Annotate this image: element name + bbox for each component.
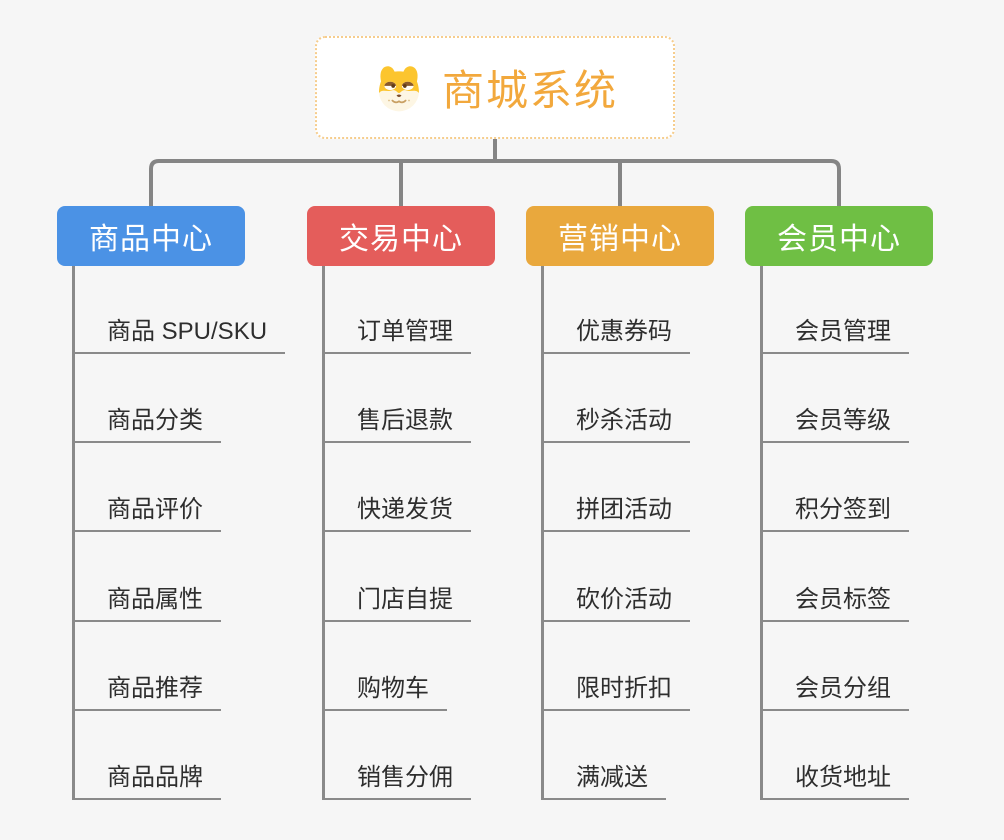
leaf-topic-label: 会员分组 xyxy=(795,675,891,702)
leaf-topic-label: 会员等级 xyxy=(795,407,891,434)
leaf-topic-label: 满减送 xyxy=(576,764,648,791)
branch-trunk-line xyxy=(321,266,325,800)
leaf-topic[interactable]: 会员管理 xyxy=(761,306,909,354)
branch-topic-3[interactable]: 营销中心 xyxy=(526,206,714,266)
leaf-topic-label: 会员标签 xyxy=(795,586,891,613)
leaf-topic[interactable]: 订单管理 xyxy=(323,306,471,354)
branch-trunk-line xyxy=(759,266,763,800)
leaf-topic[interactable]: 会员标签 xyxy=(761,574,909,622)
leaf-topic-label: 售后退款 xyxy=(357,407,453,434)
leaf-topic[interactable]: 商品评价 xyxy=(73,484,221,532)
branch-trunk-line xyxy=(71,266,75,800)
root-topic[interactable]: 商城系统 xyxy=(315,36,675,139)
leaf-topic-label: 商品分类 xyxy=(107,407,203,434)
leaf-topic[interactable]: 会员等级 xyxy=(761,395,909,443)
leaf-topic[interactable]: 商品品牌 xyxy=(73,752,221,800)
leaf-topic[interactable]: 优惠券码 xyxy=(542,306,690,354)
leaf-topic[interactable]: 售后退款 xyxy=(323,395,471,443)
leaf-topic-label: 商品评价 xyxy=(107,496,203,523)
leaf-topic-label: 限时折扣 xyxy=(576,675,672,702)
branch-topic-4[interactable]: 会员中心 xyxy=(745,206,933,266)
doge-icon xyxy=(378,65,419,111)
leaf-topic[interactable]: 收货地址 xyxy=(761,752,909,800)
leaf-topic-label: 快递发货 xyxy=(357,496,453,523)
leaf-topic[interactable]: 秒杀活动 xyxy=(542,395,690,443)
leaf-topic-label: 商品推荐 xyxy=(107,675,203,702)
leaf-topic-label: 砍价活动 xyxy=(576,586,672,613)
leaf-topic-label: 购物车 xyxy=(357,675,429,702)
leaf-topic[interactable]: 销售分佣 xyxy=(323,752,471,800)
leaf-topic-label: 积分签到 xyxy=(795,496,891,523)
leaf-topic[interactable]: 门店自提 xyxy=(323,574,471,622)
leaf-topic-label: 优惠券码 xyxy=(576,318,672,345)
branch-topic-2[interactable]: 交易中心 xyxy=(307,206,495,266)
leaf-topic-label: 订单管理 xyxy=(357,318,453,345)
leaf-topic-label: 商品 SPU/SKU xyxy=(107,318,268,345)
leaf-topic-label: 收货地址 xyxy=(795,764,891,791)
leaf-topic[interactable]: 商品 SPU/SKU xyxy=(73,306,286,354)
branch-topic-1[interactable]: 商品中心 xyxy=(57,206,245,266)
leaf-topic[interactable]: 拼团活动 xyxy=(542,484,690,532)
leaf-topic[interactable]: 积分签到 xyxy=(761,484,909,532)
leaf-topic-label: 拼团活动 xyxy=(576,496,672,523)
leaf-topic[interactable]: 会员分组 xyxy=(761,663,909,711)
leaf-topic-label: 秒杀活动 xyxy=(576,407,672,434)
leaf-topic[interactable]: 限时折扣 xyxy=(542,663,690,711)
leaf-topic[interactable]: 商品属性 xyxy=(73,574,221,622)
leaf-topic[interactable]: 购物车 xyxy=(323,663,447,711)
leaf-topic[interactable]: 砍价活动 xyxy=(542,574,690,622)
leaf-topic-label: 商品品牌 xyxy=(107,764,203,791)
leaf-topic-label: 销售分佣 xyxy=(357,764,453,791)
leaf-topic[interactable]: 商品分类 xyxy=(73,395,221,443)
leaf-topic[interactable]: 快递发货 xyxy=(323,484,471,532)
leaf-topic-label: 会员管理 xyxy=(795,318,891,345)
leaf-topic-label: 门店自提 xyxy=(357,586,453,613)
leaf-topic[interactable]: 满减送 xyxy=(542,752,666,800)
leaf-topic[interactable]: 商品推荐 xyxy=(73,663,221,711)
root-topic-label: 商城系统 xyxy=(441,67,618,114)
leaf-topic-label: 商品属性 xyxy=(107,586,203,613)
branch-trunk-line xyxy=(540,266,544,800)
